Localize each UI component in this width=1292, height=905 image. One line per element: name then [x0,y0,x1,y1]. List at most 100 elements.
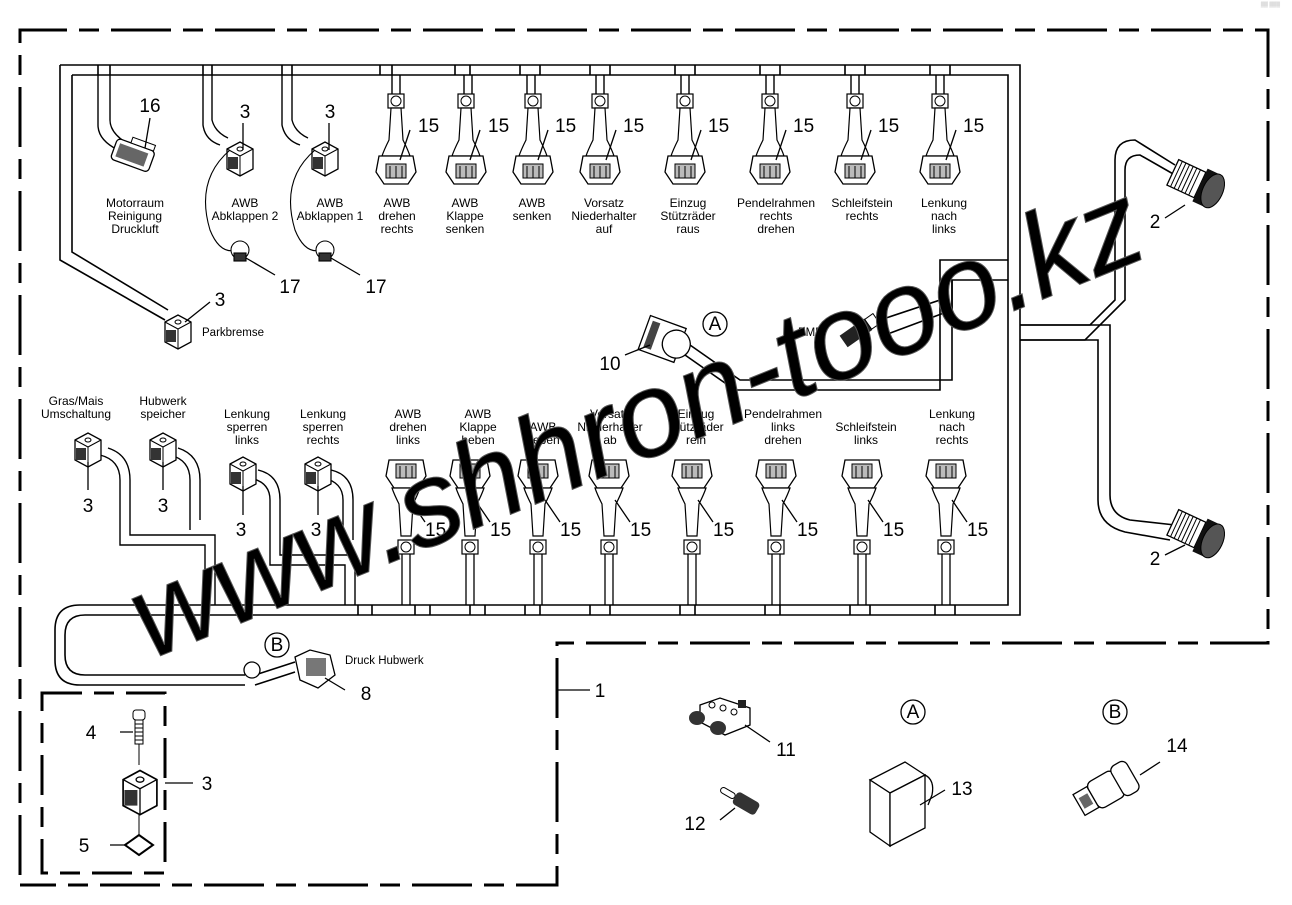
svg-text:16: 16 [139,96,160,117]
corner-mark: ▒▒ ▒▒▒ [1260,2,1280,8]
callout-b-center: B [264,632,290,658]
svg-text:Abklappen 2: Abklappen 2 [212,209,279,223]
svg-text:15: 15 [883,520,904,541]
sub-plug-17-b [289,149,335,262]
svg-text:15: 15 [793,116,814,137]
svg-text:drehen: drehen [757,222,794,236]
din-plug-awb-abklappen-1 [311,141,339,177]
round-connector-2-top [1166,158,1226,209]
svg-text:Niederhalter: Niederhalter [571,209,636,223]
svg-text:3: 3 [83,496,94,517]
svg-text:Gras/Mais: Gras/Mais [49,394,104,408]
svg-text:drehen: drehen [378,209,415,223]
callout-b-parts: B [1102,699,1128,725]
svg-text:senken: senken [513,209,552,223]
druck-hubwerk-plug [243,649,336,689]
din-plug-lenkung-sperren-links [229,456,257,492]
svg-text:A: A [907,702,920,723]
svg-text:15: 15 [560,520,581,541]
svg-text:rechts: rechts [307,433,340,447]
svg-text:Stützräder: Stützräder [660,209,715,223]
svg-text:links: links [396,433,420,447]
labels-bottom-row: Gras/Mais Umschaltung Hubwerk speicher L… [41,394,975,447]
svg-text:15: 15 [963,116,984,137]
svg-text:8: 8 [361,684,372,705]
svg-text:rein: rein [686,433,706,447]
svg-text:drehen: drehen [389,420,426,434]
svg-text:links: links [235,433,259,447]
svg-text:15: 15 [490,520,511,541]
valve-plug-top-4 [579,93,621,185]
svg-text:15: 15 [623,116,644,137]
bottom-drop-lines [99,447,356,605]
svg-text:Vorsatz: Vorsatz [584,196,624,210]
harness-trunk [54,64,1176,686]
svg-text:15: 15 [708,116,729,137]
emr-sensor [839,312,881,348]
svg-text:AWB: AWB [317,196,344,210]
svg-text:AWB: AWB [452,196,479,210]
screw-4 [132,709,146,765]
valve-plug-top-6 [749,93,791,185]
round-connector-2-bottom [1166,508,1226,559]
svg-text:15: 15 [425,520,446,541]
svg-text:Schleifstein: Schleifstein [831,196,892,210]
seal-5 [123,815,155,857]
svg-text:2: 2 [1150,549,1161,570]
part-14-pressure-sensor [1072,760,1140,817]
svg-text:Einzug: Einzug [678,407,715,421]
svg-text:3: 3 [311,520,322,541]
svg-text:15: 15 [418,116,439,137]
svg-text:links: links [932,222,956,236]
svg-text:3: 3 [158,496,169,517]
svg-text:raus: raus [676,222,699,236]
labels-top-row: Motorraum Reinigung Druckluft AWB Abklap… [106,196,967,236]
valve-plug-top-8 [919,93,961,185]
callout-a-center: A [702,311,728,337]
svg-text:drehen: drehen [764,433,801,447]
detail-box [40,691,167,875]
svg-text:ab: ab [603,433,617,447]
svg-text:Schleifstein: Schleifstein [835,420,896,434]
svg-text:senken: senken [446,222,485,236]
svg-text:2: 2 [1150,212,1161,233]
svg-text:Einzug: Einzug [670,196,707,210]
svg-text:3: 3 [236,520,247,541]
svg-text:Klappe: Klappe [459,420,497,434]
valve-plug-top-7 [834,93,876,185]
svg-text:links: links [854,433,878,447]
svg-text:Stützräder: Stützräder [668,420,723,434]
svg-text:17: 17 [365,277,386,298]
bottom-stems [401,554,951,605]
svg-text:AWB: AWB [530,420,557,434]
svg-text:B: B [271,635,284,656]
connector-10 [637,314,691,364]
svg-text:15: 15 [967,520,988,541]
valve-plug-top-3 [512,93,554,185]
svg-text:auf: auf [596,222,613,236]
valve-plug-bottom-7 [841,459,883,555]
sub-plug-17-a [204,149,250,262]
svg-text:AWB: AWB [519,196,546,210]
svg-text:B: B [1109,702,1122,723]
label-parkbremse: Parkbremse [202,327,264,339]
callout-a-parts: A [900,699,926,725]
din-plug-awb-abklappen-2 [226,141,254,177]
top-drop-lines [97,75,945,151]
svg-text:Abklappen 1: Abklappen 1 [297,209,364,223]
din-plug-3-detail [122,769,158,816]
svg-text:Pendelrahmen: Pendelrahmen [737,196,815,210]
svg-text:4: 4 [86,723,97,744]
svg-text:15: 15 [488,116,509,137]
svg-text:AWB: AWB [465,407,492,421]
part-13-cover [868,761,934,848]
valve-plug-bottom-6 [755,459,797,555]
svg-text:3: 3 [215,290,226,311]
valve-plug-bottom-8 [925,459,967,555]
label-druck-hubwerk: Druck Hubwerk [345,655,424,667]
svg-text:Umschaltung: Umschaltung [41,407,111,421]
svg-text:nach: nach [931,209,957,223]
ref-numbers: 16 3 3 17 17 3 15 15 15 15 15 15 15 15 3… [79,96,1188,857]
svg-text:11: 11 [776,740,796,761]
